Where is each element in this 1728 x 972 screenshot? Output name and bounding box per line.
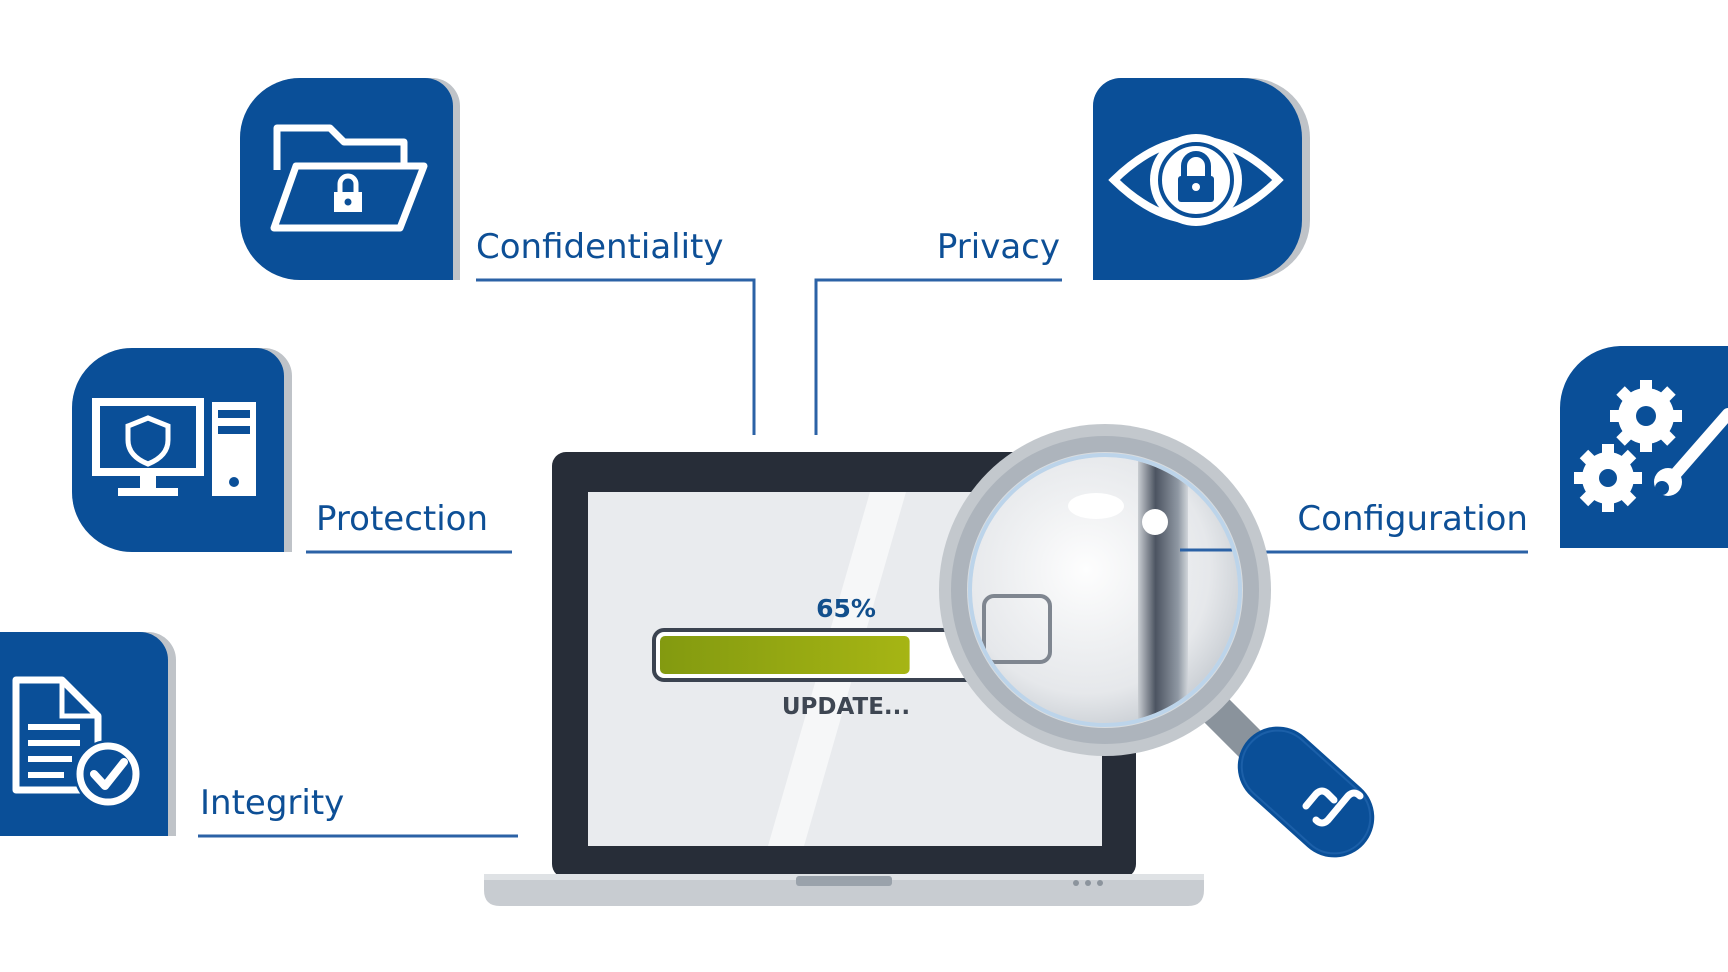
protection-tile	[72, 348, 292, 552]
gears-wrench-icon	[1574, 380, 1728, 512]
configuration-tile	[1560, 346, 1728, 548]
progress-fill	[660, 636, 910, 674]
magnifying-glass-icon	[939, 424, 1375, 858]
eye-lock-icon	[1108, 134, 1284, 226]
label-privacy: Privacy	[937, 227, 1060, 267]
computer-shield-icon	[92, 398, 256, 496]
confidentiality-tile	[240, 78, 460, 280]
connector-privacy	[814, 278, 1062, 435]
integrity-tile	[0, 632, 176, 836]
label-protection: Protection	[316, 499, 488, 539]
privacy-tile	[1093, 78, 1310, 280]
document-check-icon	[12, 676, 142, 808]
progress-status: UPDATE...	[782, 694, 910, 720]
folder-lock-icon	[270, 124, 428, 232]
label-confidentiality: Confidentiality	[476, 227, 724, 267]
connector-confidentiality	[476, 278, 756, 435]
label-integrity: Integrity	[200, 783, 344, 823]
label-configuration: Configuration	[1297, 499, 1528, 539]
progress-percent: 65%	[816, 594, 876, 623]
